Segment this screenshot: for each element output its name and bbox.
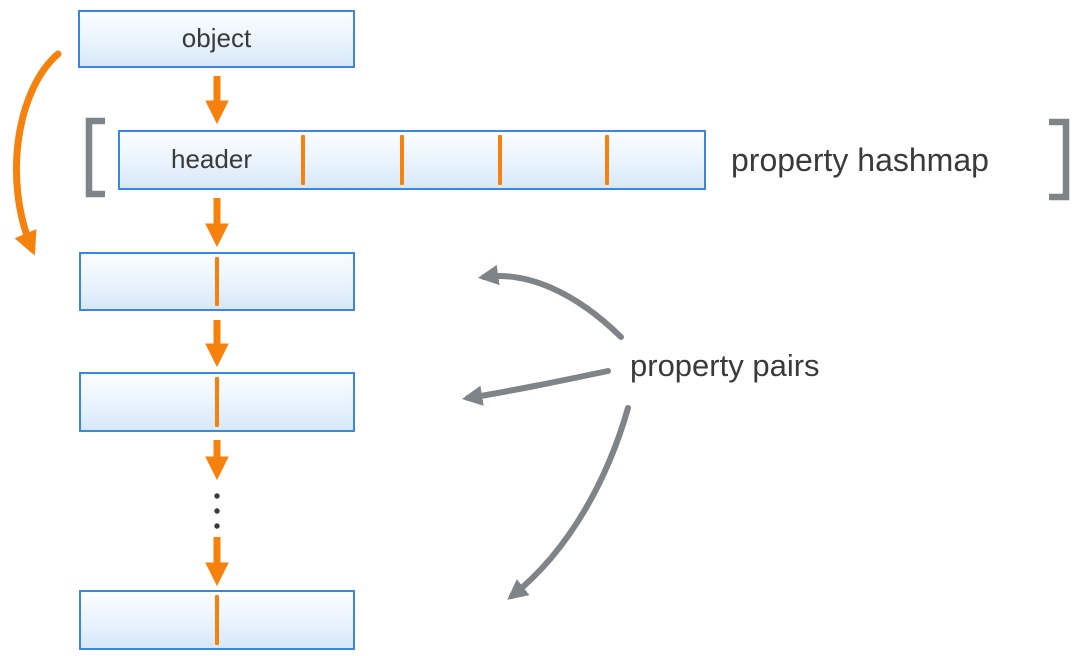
vertical-ellipsis <box>214 493 220 529</box>
hashmap-slot-divider <box>605 135 609 185</box>
pair-divider <box>215 595 219 645</box>
curved-arrow-object-to-pairs-icon <box>13 50 62 256</box>
pairs-annotation: property pairs <box>630 348 820 383</box>
property-pair-box <box>79 590 355 650</box>
property-pair-box <box>79 252 355 311</box>
pair-divider <box>215 257 219 306</box>
header-label: header <box>171 144 252 174</box>
pairs-arrow-middle-icon <box>461 368 611 406</box>
pairs-arrow-bottom-icon <box>507 405 631 600</box>
hashmap-slot-divider <box>498 135 502 185</box>
hashmap-slot-divider <box>400 135 404 185</box>
pairs-arrow-top-icon <box>477 264 624 340</box>
property-pair-box <box>79 372 355 432</box>
right-bracket <box>1049 118 1070 201</box>
hashmap-header-box: header <box>118 130 706 190</box>
left-bracket <box>85 117 105 198</box>
object-label: object <box>181 23 252 53</box>
pair-divider <box>215 377 219 427</box>
hashmap-annotation: property hashmap <box>731 142 989 178</box>
hashmap-slot-divider <box>301 135 305 185</box>
object-box: object <box>78 10 355 68</box>
